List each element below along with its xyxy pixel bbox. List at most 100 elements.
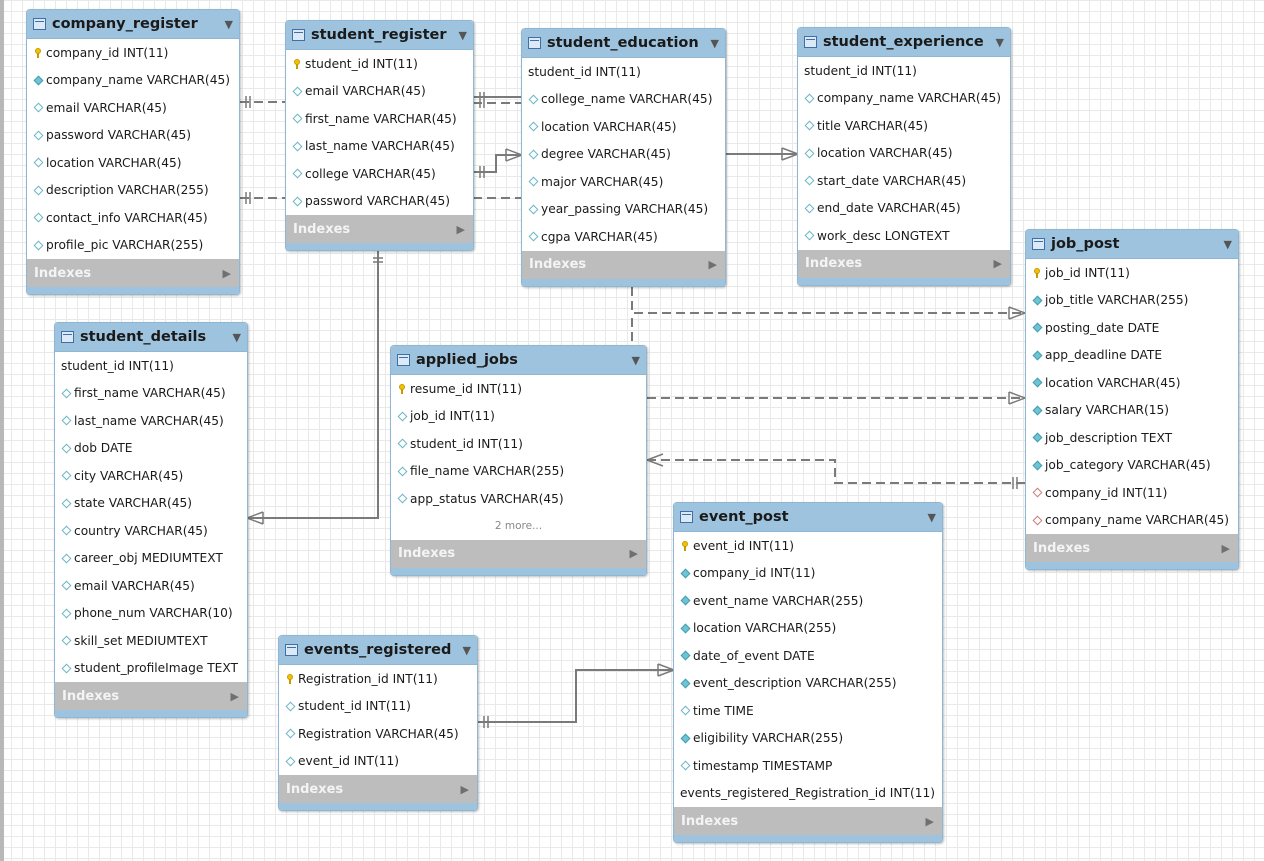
expand-arrow-icon[interactable]: ▶: [629, 547, 638, 560]
column-location[interactable]: location VARCHAR(45): [1026, 369, 1238, 397]
expand-arrow-icon[interactable]: ▶: [222, 266, 231, 280]
column-location[interactable]: location VARCHAR(45): [522, 113, 725, 141]
column-country[interactable]: country VARCHAR(45): [55, 517, 247, 545]
column-year-passing[interactable]: year_passing VARCHAR(45): [522, 196, 725, 224]
column-registration-id[interactable]: Registration_id INT(11): [279, 665, 477, 693]
table-event-post[interactable]: event_post▼event_id INT(11)company_id IN…: [673, 502, 943, 843]
table-student-register[interactable]: student_register▼student_id INT(11)email…: [285, 20, 474, 251]
expand-arrow-icon[interactable]: ▶: [460, 782, 469, 796]
column-end-date[interactable]: end_date VARCHAR(45): [798, 195, 1010, 223]
column-job-category[interactable]: job_category VARCHAR(45): [1026, 452, 1238, 480]
column-student-profileimage[interactable]: student_profileImage TEXT: [55, 655, 247, 683]
column-eligibility[interactable]: eligibility VARCHAR(255): [674, 725, 942, 753]
column-job-title[interactable]: job_title VARCHAR(255): [1026, 287, 1238, 315]
collapse-caret-icon[interactable]: ▼: [631, 353, 640, 367]
collapse-caret-icon[interactable]: ▼: [927, 510, 936, 524]
table-header[interactable]: job_post▼: [1026, 230, 1238, 259]
column-career-obj[interactable]: career_obj MEDIUMTEXT: [55, 545, 247, 573]
indexes-section[interactable]: Indexes▶: [674, 807, 942, 835]
column-location[interactable]: location VARCHAR(255): [674, 615, 942, 643]
column-description[interactable]: description VARCHAR(255): [27, 177, 239, 205]
column-phone-num[interactable]: phone_num VARCHAR(10): [55, 600, 247, 628]
column-events-registered-registration-id[interactable]: events_registered_Registration_id INT(11…: [674, 780, 942, 808]
expand-arrow-icon[interactable]: ▶: [230, 689, 239, 703]
expand-arrow-icon[interactable]: ▶: [925, 814, 934, 828]
column-event-id[interactable]: event_id INT(11): [674, 532, 942, 560]
more-columns-link[interactable]: 2 more...: [494, 519, 543, 532]
column-posting-date[interactable]: posting_date DATE: [1026, 314, 1238, 342]
column-start-date[interactable]: start_date VARCHAR(45): [798, 167, 1010, 195]
column-student-id[interactable]: student_id INT(11): [279, 693, 477, 721]
column-time[interactable]: time TIME: [674, 697, 942, 725]
collapse-caret-icon[interactable]: ▼: [710, 36, 719, 50]
table-header[interactable]: company_register▼: [27, 10, 239, 39]
indexes-section[interactable]: Indexes▶: [391, 539, 646, 568]
column-resume-id[interactable]: resume_id INT(11): [391, 375, 646, 403]
column-email[interactable]: email VARCHAR(45): [27, 94, 239, 122]
expand-arrow-icon[interactable]: ▶: [708, 258, 717, 271]
column-degree[interactable]: degree VARCHAR(45): [522, 141, 725, 169]
column-timestamp[interactable]: timestamp TIMESTAMP: [674, 752, 942, 780]
column-app-deadline[interactable]: app_deadline DATE: [1026, 342, 1238, 370]
collapse-caret-icon[interactable]: ▼: [232, 330, 241, 344]
column-first-name[interactable]: first_name VARCHAR(45): [286, 105, 473, 133]
table-applied-jobs[interactable]: applied_jobs▼resume_id INT(11)job_id INT…: [390, 345, 647, 576]
table-student-details[interactable]: student_details▼student_id INT(11)first_…: [54, 322, 248, 718]
column-student-id[interactable]: student_id INT(11): [798, 57, 1010, 85]
column-location[interactable]: location VARCHAR(45): [798, 140, 1010, 168]
column-skill-set[interactable]: skill_set MEDIUMTEXT: [55, 627, 247, 655]
column-title[interactable]: title VARCHAR(45): [798, 112, 1010, 140]
collapse-caret-icon[interactable]: ▼: [995, 35, 1004, 49]
column-last-name[interactable]: last_name VARCHAR(45): [286, 133, 473, 161]
column-date-of-event[interactable]: date_of_event DATE: [674, 642, 942, 670]
column-student-id[interactable]: student_id INT(11): [391, 430, 646, 458]
collapse-caret-icon[interactable]: ▼: [462, 643, 471, 657]
column-last-name[interactable]: last_name VARCHAR(45): [55, 407, 247, 435]
column-registration[interactable]: Registration VARCHAR(45): [279, 720, 477, 748]
column-student-id[interactable]: student_id INT(11): [55, 352, 247, 380]
table-job-post[interactable]: job_post▼job_id INT(11)job_title VARCHAR…: [1025, 229, 1239, 570]
table-company-register[interactable]: company_register▼company_id INT(11)compa…: [26, 9, 240, 295]
column-password[interactable]: password VARCHAR(45): [286, 188, 473, 216]
column-location[interactable]: location VARCHAR(45): [27, 149, 239, 177]
column-password[interactable]: password VARCHAR(45): [27, 122, 239, 150]
table-header[interactable]: student_register▼: [286, 21, 473, 50]
column-salary[interactable]: salary VARCHAR(15): [1026, 397, 1238, 425]
column-event-description[interactable]: event_description VARCHAR(255): [674, 670, 942, 698]
column-profile-pic[interactable]: profile_pic VARCHAR(255): [27, 232, 239, 260]
indexes-section[interactable]: Indexes▶: [798, 249, 1010, 278]
column-student-id[interactable]: student_id INT(11): [286, 50, 473, 78]
indexes-section[interactable]: Indexes▶: [27, 259, 239, 287]
collapse-caret-icon[interactable]: ▼: [1223, 237, 1232, 251]
column-job-description[interactable]: job_description TEXT: [1026, 424, 1238, 452]
table-header[interactable]: student_experience▼: [798, 28, 1010, 57]
column-email[interactable]: email VARCHAR(45): [55, 572, 247, 600]
column-city[interactable]: city VARCHAR(45): [55, 462, 247, 490]
column-major[interactable]: major VARCHAR(45): [522, 168, 725, 196]
column-state[interactable]: state VARCHAR(45): [55, 490, 247, 518]
column-student-id[interactable]: student_id INT(11): [522, 58, 725, 86]
expand-arrow-icon[interactable]: ▶: [456, 222, 465, 236]
column-company-id[interactable]: company_id INT(11): [1026, 479, 1238, 507]
column-job-id[interactable]: job_id INT(11): [391, 403, 646, 431]
column-company-id[interactable]: company_id INT(11): [674, 560, 942, 588]
collapse-caret-icon[interactable]: ▼: [458, 28, 467, 42]
column-job-id[interactable]: job_id INT(11): [1026, 259, 1238, 287]
indexes-section[interactable]: Indexes▶: [1026, 534, 1238, 562]
column-work-desc[interactable]: work_desc LONGTEXT: [798, 222, 1010, 250]
column-college[interactable]: college VARCHAR(45): [286, 160, 473, 188]
indexes-section[interactable]: Indexes▶: [279, 775, 477, 803]
column-event-name[interactable]: event_name VARCHAR(255): [674, 587, 942, 615]
column-email[interactable]: email VARCHAR(45): [286, 78, 473, 106]
indexes-section[interactable]: Indexes▶: [286, 215, 473, 243]
column-file-name[interactable]: file_name VARCHAR(255): [391, 458, 646, 486]
table-student-education[interactable]: student_education▼student_id INT(11)coll…: [521, 28, 726, 287]
column-cgpa[interactable]: cgpa VARCHAR(45): [522, 223, 725, 251]
table-student-experience[interactable]: student_experience▼student_id INT(11)com…: [797, 27, 1011, 286]
expand-arrow-icon[interactable]: ▶: [1221, 541, 1230, 555]
collapse-caret-icon[interactable]: ▼: [224, 17, 233, 31]
column-company-name[interactable]: company_name VARCHAR(45): [1026, 507, 1238, 535]
column-company-id[interactable]: company_id INT(11): [27, 39, 239, 67]
column-event-id[interactable]: event_id INT(11): [279, 748, 477, 776]
